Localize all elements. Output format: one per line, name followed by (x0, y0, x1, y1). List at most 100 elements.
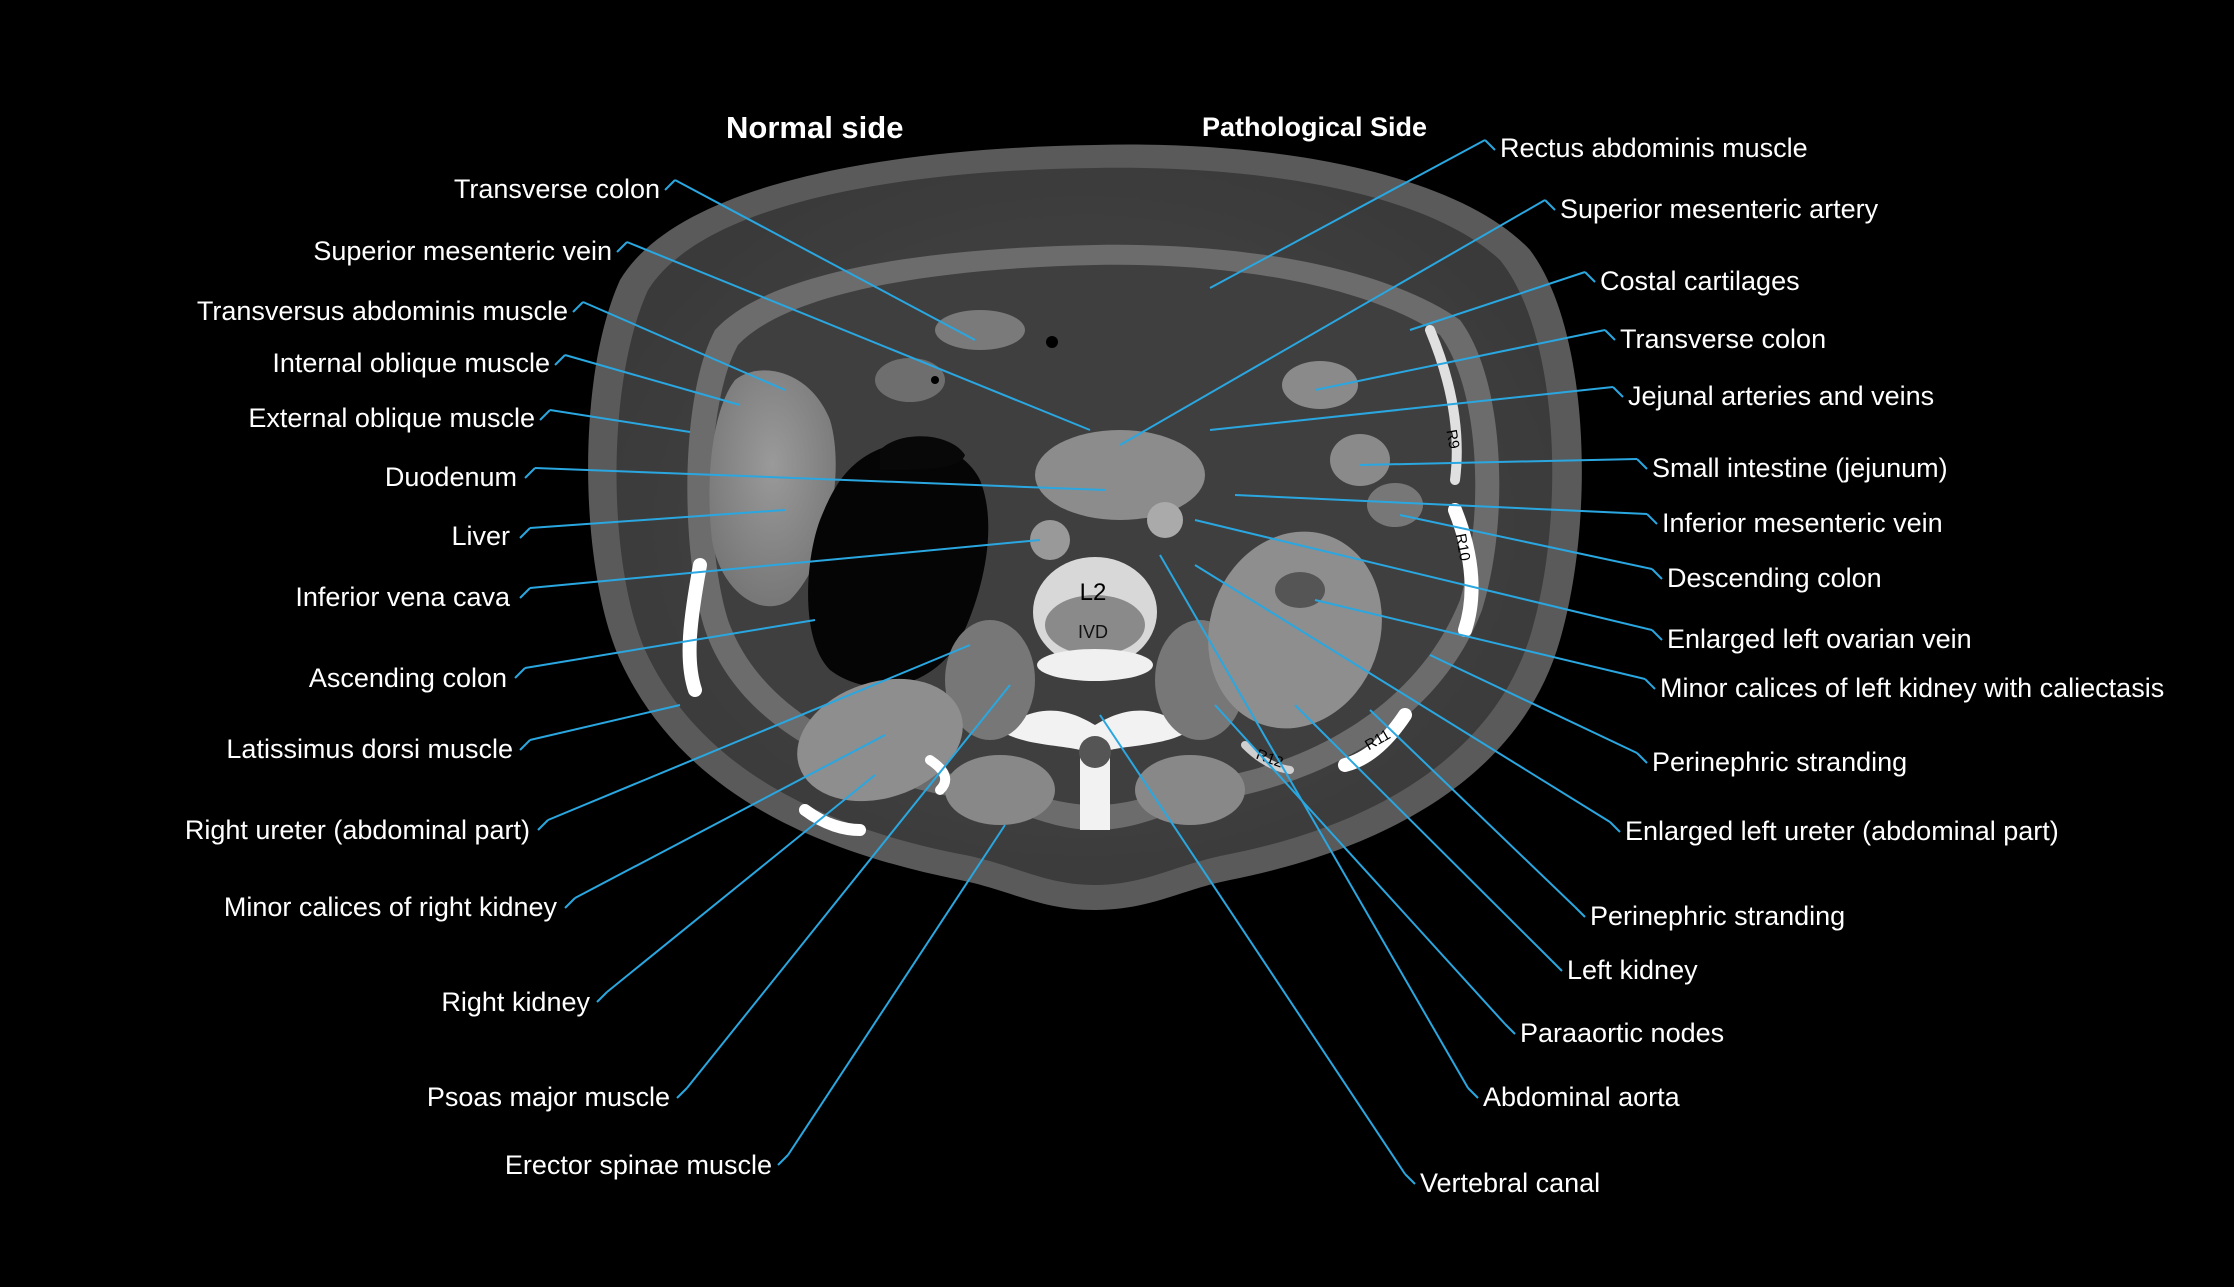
leader-line-right-ureter-abdominal-part-hook (537, 819, 549, 831)
leader-line-minor-calices-of-left-kidney-with-caliectasis-hook (1644, 678, 1656, 690)
leader-line-ascending-colon (524, 619, 816, 669)
leader-line-minor-calices-of-right-kidney-hook (564, 897, 576, 909)
label-superior-mesenteric-artery: Superior mesenteric artery (1560, 194, 1879, 224)
bowel-loop (1330, 434, 1390, 486)
rib-r11 (1338, 708, 1412, 772)
erector-spinae-left (1135, 755, 1245, 825)
leader-line-costal-cartilages-hook (1584, 271, 1596, 283)
rib-right-costal (925, 755, 951, 795)
duodenum-air (880, 436, 965, 470)
leader-line-left-kidney (1294, 704, 1553, 962)
leader-line-inferior-mesenteric-vein (1234, 494, 1648, 515)
leader-line-latissimus-dorsi-muscle (529, 704, 681, 741)
left-renal-pelvis (1275, 572, 1325, 608)
rib-right-posterior (799, 804, 866, 836)
label-perinephric-stranding: Perinephric stranding (1590, 901, 1846, 931)
label-duodenum: Duodenum (384, 462, 517, 492)
bowel-loop (1367, 483, 1423, 527)
label-ascending-colon: Ascending colon (308, 663, 507, 693)
leader-line-superior-mesenteric-artery (1119, 199, 1546, 446)
leader-line-erector-spinae-muscle-hook (777, 1154, 789, 1166)
leader-line-inferior-vena-cava (529, 539, 1041, 589)
label-internal-oblique-muscle: Internal oblique muscle (272, 348, 550, 378)
leader-line-inferior-vena-cava-hook (519, 587, 531, 599)
leader-line-small-intestine-jejunum (1359, 458, 1638, 466)
label-small-intestine-jejunum: Small intestine (jejunum) (1652, 453, 1948, 483)
leader-line-superior-mesenteric-vein-hook (616, 241, 628, 253)
leader-line-right-ureter-abdominal-part (547, 644, 971, 821)
leader-line-right-kidney-hook (596, 991, 608, 1003)
label-enlarged-left-ureter-abdominal-part: Enlarged left ureter (abdominal part) (1625, 816, 2059, 846)
leader-line-superior-mesenteric-vein (626, 241, 1091, 431)
label-right-ureter-abdominal-part: Right ureter (abdominal part) (184, 815, 530, 845)
label-descending-colon: Descending colon (1667, 563, 1882, 593)
rib-r10 (1448, 503, 1479, 637)
leader-line-jejunal-arteries-and-veins (1209, 386, 1614, 431)
bowel-loop (935, 310, 1025, 350)
leader-line-internal-oblique-muscle (564, 354, 741, 406)
label-superior-mesenteric-vein: Superior mesenteric vein (313, 236, 612, 266)
leader-line-inferior-mesenteric-vein-hook (1646, 513, 1658, 525)
leader-line-minor-calices-of-left-kidney-with-caliectasis (1314, 599, 1646, 680)
leader-line-paraaortic-nodes (1214, 704, 1506, 1025)
label-external-oblique-muscle: External oblique muscle (248, 403, 535, 433)
leader-line-abdominal-aorta-hook (1467, 1087, 1479, 1099)
bowel-gas (931, 376, 939, 384)
leader-line-jejunal-arteries-and-veins-hook (1612, 386, 1624, 398)
disc-label: IVD (1078, 622, 1108, 642)
label-paraaortic-nodes: Paraaortic nodes (1520, 1018, 1725, 1048)
leader-line-psoas-major-muscle-hook (676, 1087, 688, 1099)
leader-line-enlarged-left-ovarian-vein-hook (1651, 629, 1663, 641)
leader-line-perinephric-stranding-hook (1574, 906, 1586, 918)
leader-line-psoas-major-muscle (686, 684, 1011, 1089)
leader-line-external-oblique-muscle-hook (539, 409, 551, 421)
right-kidney-shape (797, 678, 963, 802)
label-latissimus-dorsi-muscle: Latissimus dorsi muscle (226, 734, 513, 764)
rib-r9 (1425, 325, 1462, 485)
leader-line-paraaortic-nodes-hook (1504, 1023, 1516, 1035)
leader-line-duodenum (534, 467, 1106, 491)
psoas-right (945, 620, 1035, 740)
leader-line-perinephric-stranding (1429, 654, 1638, 754)
leader-line-transverse-colon (674, 179, 976, 341)
label-jejunal-arteries-and-veins: Jejunal arteries and veins (1628, 381, 1935, 411)
leader-line-minor-calices-of-right-kidney (574, 734, 886, 899)
vertebral-body-lower (1037, 649, 1153, 681)
intervertebral-disc (1045, 595, 1145, 655)
label-transverse-colon: Transverse colon (1620, 324, 1827, 354)
label-minor-calices-of-right-kidney: Minor calices of right kidney (223, 892, 557, 922)
label-rectus-abdominis-muscle: Rectus abdominis muscle (1500, 133, 1808, 163)
label-liver: Liver (451, 521, 510, 551)
leader-line-abdominal-aorta (1159, 554, 1469, 1089)
normal-side-heading: Normal side (726, 110, 904, 145)
ivc (1030, 520, 1070, 560)
leader-line-enlarged-left-ureter-abdominal-part (1194, 564, 1611, 823)
aorta (1147, 502, 1183, 538)
label-right-kidney: Right kidney (441, 987, 590, 1017)
label-minor-calices-of-left-kidney-with-caliectasis: Minor calices of left kidney with caliec… (1660, 673, 2165, 703)
label-psoas-major-muscle: Psoas major muscle (426, 1082, 670, 1112)
leader-line-right-kidney (606, 774, 876, 993)
label-inferior-vena-cava: Inferior vena cava (295, 582, 510, 612)
leader-line-descending-colon (1399, 514, 1653, 570)
left-kidney-shape (1208, 531, 1382, 729)
erector-spinae-right (945, 755, 1055, 825)
leader-line-transverse-colon (1314, 329, 1606, 391)
leader-line-erector-spinae-muscle (787, 824, 1006, 1156)
label-erector-spinae-muscle: Erector spinae muscle (504, 1150, 772, 1180)
label-costal-cartilages: Costal cartilages (1600, 266, 1800, 296)
leader-line-latissimus-dorsi-muscle-hook (519, 739, 531, 751)
rib-r10-label: R10 (1452, 532, 1474, 562)
pathological-side-heading: Pathological Side (1202, 112, 1428, 142)
leader-line-left-kidney-hook (1551, 960, 1563, 972)
label-transversus-abdominis-muscle: Transversus abdominis muscle (196, 296, 568, 326)
label-inferior-mesenteric-vein: Inferior mesenteric vein (1662, 508, 1943, 538)
label-enlarged-left-ovarian-vein: Enlarged left ovarian vein (1667, 624, 1972, 654)
mesentery (1035, 430, 1205, 520)
leader-line-rectus-abdominis-muscle-hook (1484, 139, 1496, 151)
leader-line-ascending-colon-hook (514, 667, 526, 679)
leader-line-enlarged-left-ovarian-vein (1194, 519, 1653, 631)
label-transverse-colon: Transverse colon (453, 174, 660, 204)
